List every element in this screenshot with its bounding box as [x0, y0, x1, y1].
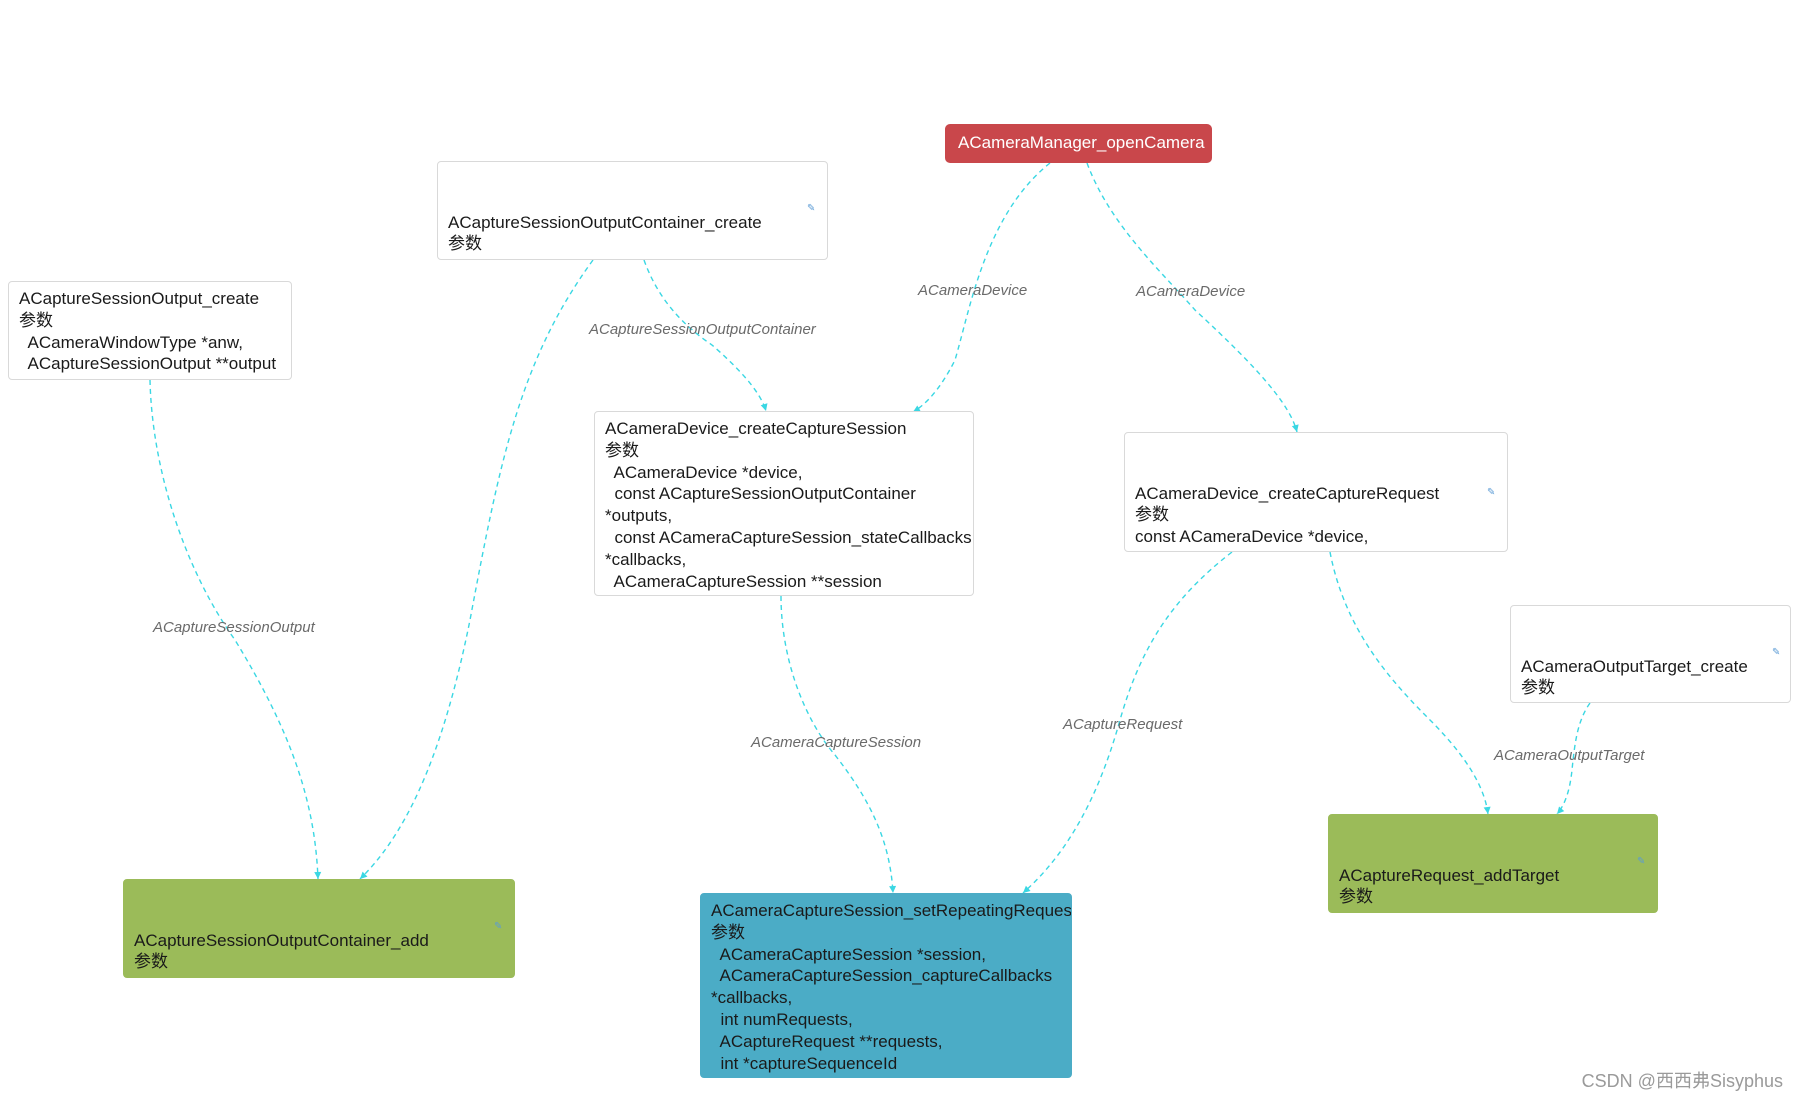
node-param-line: int *captureSequenceId	[711, 1053, 898, 1073]
node-param-line: ACameraDevice_request_template templateI…	[1135, 548, 1497, 551]
edge-label: ACameraCaptureSession	[750, 734, 921, 751]
note-icon: ✎	[1487, 487, 1496, 498]
edge-labels-layer: ACameraDevice ACameraDeviceACaptureSessio…	[152, 282, 1645, 764]
node-title: ACameraDevice_createCaptureRequest	[1135, 483, 1440, 503]
node-acameraoutputtarget-create[interactable]: ACameraOutputTarget_create参数ACameraWindo…	[1510, 605, 1791, 703]
node-params-label: 参数	[605, 440, 639, 460]
edge-output_container_create-to-create_capture_session	[643, 259, 767, 412]
node-params-label: 参数	[1521, 678, 1555, 698]
note-icon: ✎	[1637, 856, 1646, 867]
node-param-line: ACaptureRequest **requests,	[711, 1031, 943, 1051]
node-param-line: const ACameraCaptureSession_stateCallbac…	[605, 527, 972, 547]
node-params-label: 参数	[711, 922, 745, 942]
arrowhead	[1291, 424, 1299, 432]
edge-label: ACameraDevice	[917, 282, 1027, 299]
edge-label: ACaptureRequest	[1062, 716, 1183, 733]
node-title: ACaptureSessionOutputContainer_add	[134, 930, 429, 950]
arrowhead	[314, 871, 322, 879]
edge-create_capture_session-to-set_repeating_request	[780, 595, 894, 894]
arrowhead	[1557, 806, 1565, 814]
node-title: ACameraOutputTarget_create	[1521, 656, 1748, 676]
edge-session_output_create-to-output_container_add	[149, 379, 319, 880]
node-param-line: ACaptureSessionOutputContainer **contain…	[448, 255, 817, 259]
node-param-line: ACameraCaptureSession_captureCallbacks	[711, 966, 1053, 986]
node-title: ACameraDevice_createCaptureSession	[605, 419, 907, 438]
node-title: ACaptureSessionOutputContainer_create	[448, 212, 762, 232]
node-acameramanager-opencamera[interactable]: ACameraManager_openCamera	[945, 124, 1212, 163]
arrowhead	[1023, 885, 1031, 893]
edges-layer	[149, 162, 1591, 894]
edge-label: ACameraDevice	[1135, 283, 1245, 300]
node-param-line: int numRequests,	[711, 1009, 853, 1029]
node-param-line: ACameraWindowType *anw,	[19, 332, 243, 352]
edge-create_capture_request-to-request_add_target	[1329, 551, 1489, 815]
node-param-line: *callbacks,	[605, 549, 687, 569]
node-params-label: 参数	[1135, 505, 1169, 525]
note-icon: ✎	[494, 921, 503, 932]
node-title: ACaptureRequest_addTarget	[1339, 865, 1560, 885]
node-param-line: const ACaptureSessionOutputContainer	[605, 484, 916, 504]
node-params-label: 参数	[134, 952, 168, 972]
arrowhead	[360, 871, 368, 879]
node-title: ACaptureSessionOutput_create	[19, 289, 260, 308]
node-param-line: ACameraCaptureSession **session	[605, 571, 882, 591]
arrowhead	[889, 885, 897, 893]
node-param-line: ACaptureRequest *request,	[1339, 908, 1647, 912]
node-param-line: ACameraDevice *device,	[605, 462, 803, 482]
arrowhead	[1483, 806, 1491, 814]
node-param-line: ACameraCaptureSession *session,	[711, 944, 986, 964]
node-acapturesessionoutput-create[interactable]: ACaptureSessionOutput_create 参数 ACameraWi…	[8, 281, 292, 380]
node-acameracapturesession-setrepeatingrequest[interactable]: ACameraCaptureSession_setRepeatingReques…	[700, 893, 1072, 1078]
edge-label: ACaptureSessionOutput	[152, 619, 316, 636]
edge-create_capture_request-to-set_repeating_request	[1022, 551, 1233, 894]
node-param-line: *callbacks,	[711, 988, 793, 1008]
edge-open_camera-to-create_capture_request	[1086, 162, 1298, 433]
node-acameradevice-createcapturesession[interactable]: ACameraDevice_createCaptureSession 参数 ACa…	[594, 411, 974, 596]
node-param-line: ACameraWindowType *window,	[1521, 699, 1780, 702]
watermark: CSDN @西西弗Sisyphus	[1581, 1071, 1783, 1091]
node-params-label: 参数	[448, 234, 482, 254]
note-icon: ✎	[807, 203, 816, 214]
edge-label: ACameraOutputTarget	[1493, 747, 1645, 764]
note-icon: ✎	[1772, 647, 1781, 658]
node-param-line: const ACameraDevice *device,	[1135, 527, 1369, 547]
node-param-line: *outputs,	[605, 506, 673, 526]
arrowhead	[913, 405, 921, 412]
edge-output_container_create-to-output_container_add	[359, 259, 594, 880]
edge-label: ACaptureSessionOutputContainer	[588, 321, 817, 338]
node-title: ACameraCaptureSession_setRepeatingReques…	[711, 901, 1072, 920]
node-params-label: 参数	[19, 310, 53, 330]
edge-open_camera-to-create_capture_session	[912, 162, 1051, 413]
node-params-label: 参数	[1339, 887, 1373, 907]
node-param-line: ACaptureSessionOutput **output	[19, 354, 277, 374]
arrowhead	[760, 403, 768, 411]
node-param-line: ACaptureSessionOutputContainer *containe…	[134, 973, 504, 977]
node-title: ACameraManager_openCamera	[958, 133, 1205, 152]
